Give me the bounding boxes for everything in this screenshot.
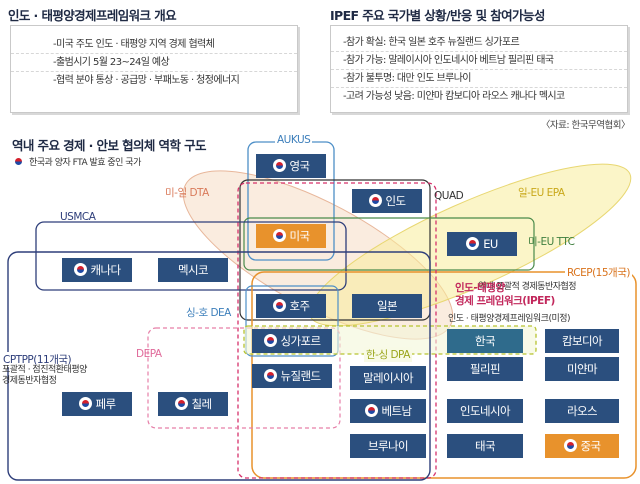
- country-label: 칠레: [191, 397, 213, 411]
- korea-flag-icon: [174, 397, 188, 410]
- ipef-description: 인도 · 태평양경제프레임워크(미정): [448, 314, 571, 324]
- korea-flag-icon: [73, 263, 87, 276]
- left-panel: -미국 주도 인도 · 태평양 지역 경제 협력체 -출범시기 5월 23~24…: [10, 25, 298, 113]
- country-label: 싱가포르: [280, 334, 322, 348]
- left-panel-title: 인도 · 태평양경제프레임워크 개요: [8, 8, 177, 23]
- country-label: 일본: [377, 299, 398, 313]
- korea-flag-icon: [563, 439, 577, 452]
- korea-flag-icon: [368, 194, 382, 207]
- quad-label: QUAD: [434, 190, 464, 202]
- korea-flag-icon: [272, 299, 286, 312]
- us-eu-ttc-label: 미-EU TTC: [528, 236, 575, 248]
- rcep-label: RCEP(15개국): [565, 265, 632, 280]
- country-label: 라오스: [567, 404, 598, 418]
- country-indonesia[interactable]: 인도네시아: [447, 399, 523, 423]
- korea-flag-icon: [272, 229, 286, 242]
- country-label: 필리핀: [470, 362, 501, 376]
- left-panel-row: -미국 주도 인도 · 태평양 지역 경제 협력체: [11, 36, 297, 54]
- country-label: 미얀마: [567, 362, 598, 376]
- right-panel: -참가 확실: 한국 일본 호주 뉴질랜드 싱가포르 -참가 가능: 말레이시아…: [330, 25, 628, 113]
- diagram-title: 역내 주요 경제 · 안보 협의체 역학 구도: [12, 138, 207, 153]
- aukus-label: AUKUS: [275, 134, 313, 146]
- country-china[interactable]: 중국: [545, 434, 619, 458]
- right-panel-row: -참가 불투명: 대만 인도 브루나이: [331, 70, 627, 88]
- country-australia[interactable]: 호주: [256, 294, 326, 318]
- country-brunei[interactable]: 브루나이: [350, 434, 426, 458]
- right-panel-row: -고려 가능성 낮음: 미얀마 캄보디아 라오스 캐나다 멕시코: [343, 91, 565, 102]
- korea-flag-icon: [272, 159, 286, 172]
- country-korea[interactable]: 한국: [447, 329, 523, 353]
- right-panel-title: IPEF 주요 국가별 상황/반응 및 참여가능성: [330, 8, 545, 23]
- country-label: 한국: [475, 334, 496, 348]
- japan-eu-epa-label: 일-EU EPA: [518, 187, 565, 199]
- legend: 한국과 양자 FTA 발효 중인 국가: [12, 155, 141, 168]
- country-label: 페루: [95, 397, 117, 411]
- country-eu[interactable]: EU: [447, 232, 517, 256]
- rcep-description: 역내 포괄적 경제동반자협정: [478, 282, 577, 292]
- country-japan[interactable]: 일본: [352, 294, 422, 318]
- country-mexico[interactable]: 멕시코: [158, 258, 228, 282]
- country-usa[interactable]: 미국: [256, 224, 326, 248]
- country-malaysia[interactable]: 말레이시아: [350, 366, 426, 390]
- country-label: 호주: [289, 299, 311, 313]
- country-label: 캄보디아: [562, 334, 603, 348]
- country-laos[interactable]: 라오스: [545, 399, 619, 423]
- cptpp-label: CPTPP(11개국): [2, 352, 73, 367]
- country-label: 인도: [385, 194, 407, 208]
- depa-label: DEPA: [136, 348, 162, 360]
- korea-flag-icon: [364, 404, 378, 417]
- country-label: 캐나다: [90, 263, 122, 277]
- country-vietnam[interactable]: 베트남: [350, 399, 426, 423]
- country-label: 인도네시아: [460, 404, 511, 418]
- country-label: 말레이시아: [363, 371, 414, 385]
- korea-flag-icon: [263, 334, 277, 347]
- depa-boundary: [147, 327, 341, 429]
- korea-flag-icon: [466, 237, 480, 250]
- ipef-boundary: [237, 182, 437, 479]
- korea-flag-icon: [263, 369, 277, 382]
- country-label: 미국: [289, 229, 311, 243]
- left-panel-row: -출범시기 5월 23~24일 예상: [11, 54, 297, 72]
- right-panel-row: -참가 확실: 한국 일본 호주 뉴질랜드 싱가포르: [331, 34, 627, 52]
- usmca-boundary: [35, 221, 347, 291]
- us-japan-dta-label: 미-일 DTA: [165, 187, 209, 199]
- country-label: 브루나이: [368, 439, 409, 453]
- country-label: 뉴질랜드: [280, 369, 322, 383]
- country-peru[interactable]: 페루: [62, 392, 132, 416]
- right-panel-row: -참가 가능: 말레이시아 인도네시아 베트남 필리핀 태국: [331, 52, 627, 70]
- country-label: 베트남: [381, 404, 413, 418]
- left-panel-row: -협력 분야 통상 · 공급망 · 부패노동 · 청정에너지: [53, 75, 240, 86]
- quad-boundary: [239, 179, 431, 321]
- country-label: 중국: [580, 439, 602, 453]
- country-label: 태국: [475, 439, 496, 453]
- country-canada[interactable]: 캐나다: [62, 258, 132, 282]
- us-eu-ttc-boundary: [243, 217, 535, 271]
- country-chile[interactable]: 칠레: [158, 392, 228, 416]
- country-india[interactable]: 인도: [352, 189, 422, 213]
- cptpp-description: 포괄적 · 점진적환태평양 경제동반자협정: [2, 365, 87, 386]
- ipef-label: 인도-태평양 경제 프레임워크(IPEF): [455, 282, 555, 307]
- korea-flag-icon: [78, 397, 92, 410]
- korea-flag-icon: [12, 155, 25, 168]
- source-note: 〈자료: 한국무역협회〉: [540, 120, 631, 131]
- country-label: 멕시코: [178, 263, 209, 277]
- country-singapore[interactable]: 싱가포르: [252, 329, 332, 353]
- country-newzealand[interactable]: 뉴질랜드: [252, 364, 332, 388]
- country-uk[interactable]: 영국: [256, 154, 326, 178]
- country-philippines[interactable]: 필리핀: [447, 357, 523, 381]
- country-label: EU: [483, 237, 498, 251]
- sg-au-dea-boundary: [245, 285, 339, 357]
- sg-au-dea-label: 싱-호 DEA: [186, 307, 231, 319]
- legend-label: 한국과 양자 FTA 발효 중인 국가: [29, 158, 141, 168]
- country-thailand[interactable]: 태국: [447, 434, 523, 458]
- ko-sg-dpa-label: 한-싱 DPA: [364, 347, 412, 362]
- usmca-label: USMCA: [60, 211, 96, 223]
- country-cambodia[interactable]: 캄보디아: [545, 329, 619, 353]
- country-label: 영국: [289, 159, 311, 173]
- country-myanmar[interactable]: 미얀마: [545, 357, 619, 381]
